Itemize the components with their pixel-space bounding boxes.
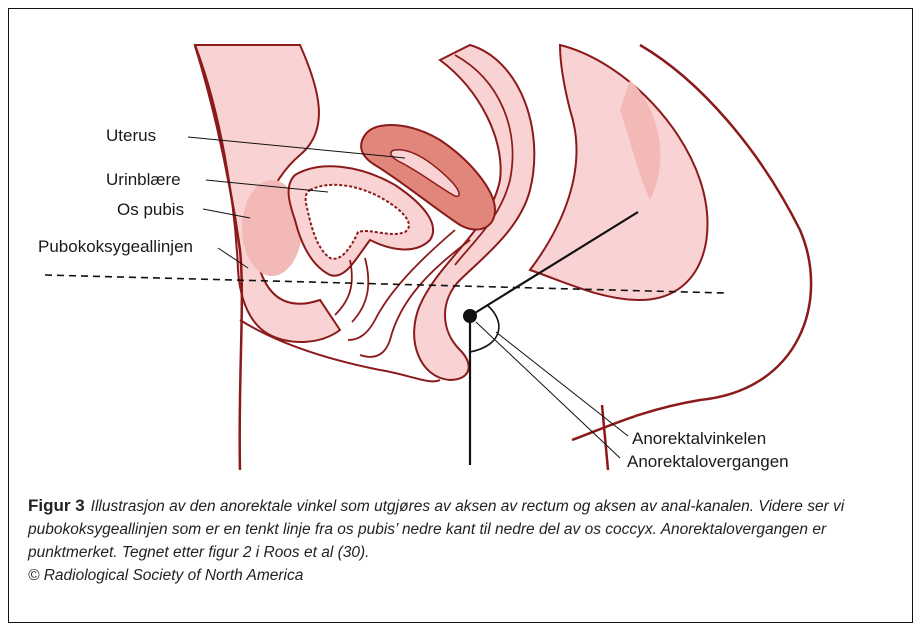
anatomy-illustration: Uterus Urinblære Os pubis Pubokoksygeall… <box>0 0 923 490</box>
posterior-leg-outline <box>602 405 608 470</box>
label-pubokoksygeallinjen: Pubokoksygeallinjen <box>38 237 193 256</box>
caption-text: Illustrasjon av den anorektale vinkel so… <box>28 498 844 561</box>
figure-number: Figur 3 <box>28 496 85 515</box>
label-anorektalvinkelen: Anorektalvinkelen <box>632 429 766 448</box>
urethra-2 <box>352 258 368 322</box>
label-os-pubis: Os pubis <box>117 200 184 219</box>
caption-credit: © Radiological Society of North America <box>28 564 898 587</box>
anorectal-junction-point <box>463 309 477 323</box>
leader-anorektalvinkelen <box>496 332 628 436</box>
leader-anorektalovergangen <box>476 322 620 458</box>
label-urinblaere: Urinblære <box>106 170 181 189</box>
label-uterus: Uterus <box>106 126 156 145</box>
label-anorektalovergangen: Anorektalovergangen <box>627 452 789 471</box>
